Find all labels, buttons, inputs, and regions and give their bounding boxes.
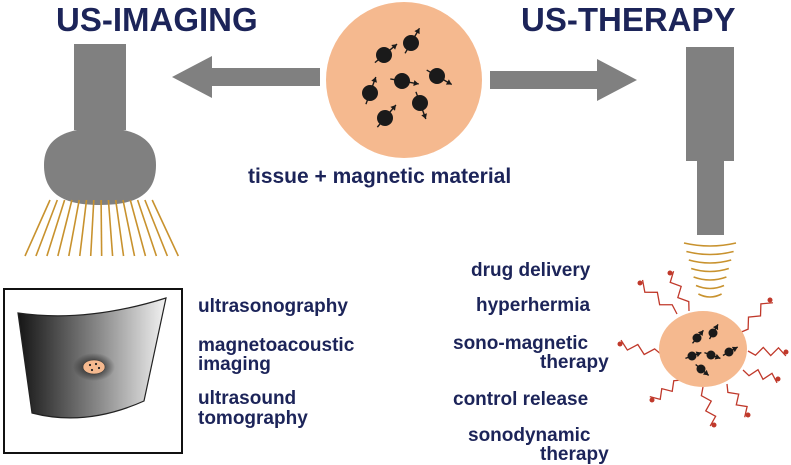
imaging-method-tomography: ultrasound xyxy=(198,388,296,409)
therapy-method-sono-magnetic-2: therapy xyxy=(540,352,609,373)
therapy-method-control-release: control release xyxy=(453,389,588,410)
therapy-method-sonodynamic: sonodynamic xyxy=(468,425,591,446)
lesion-icon xyxy=(82,359,106,375)
us-imaging-heading: US-IMAGING xyxy=(56,1,258,38)
imaging-method-tomography-2: tomography xyxy=(198,408,308,429)
target-particles-icon xyxy=(685,323,739,376)
tissue-label: tissue + magnetic material xyxy=(248,165,511,188)
therapy-methods-list: drug delivery hyperhermia sono-magnetic … xyxy=(453,260,609,465)
ultrasound-waves-icon xyxy=(683,242,737,298)
ultrasound-scan-image xyxy=(3,288,183,454)
therapy-transducer-icon xyxy=(686,47,734,235)
therapy-method-drug-delivery: drug delivery xyxy=(471,260,591,281)
drug-release-lines-icon xyxy=(617,270,789,428)
imaging-method-magnetoacoustic-2: imaging xyxy=(198,354,271,375)
arrow-right-icon xyxy=(490,59,637,101)
therapy-method-sono-magnetic: sono-magnetic xyxy=(453,333,589,354)
therapy-target-circle xyxy=(659,311,747,387)
therapy-method-sonodynamic-2: therapy xyxy=(540,444,609,465)
imaging-probe-icon xyxy=(44,44,156,205)
imaging-method-magnetoacoustic: magnetoacoustic xyxy=(198,335,355,356)
therapy-method-hyperhermia: hyperhermia xyxy=(476,295,590,316)
magnetic-particles-icon xyxy=(362,27,453,128)
ultrasound-beams-icon xyxy=(24,199,180,257)
us-therapy-heading: US-THERAPY xyxy=(521,1,736,38)
imaging-method-ultrasonography: ultrasonography xyxy=(198,296,348,317)
arrow-left-icon xyxy=(172,56,320,98)
imaging-methods-list: ultrasonography magnetoacoustic imaging … xyxy=(198,296,355,429)
